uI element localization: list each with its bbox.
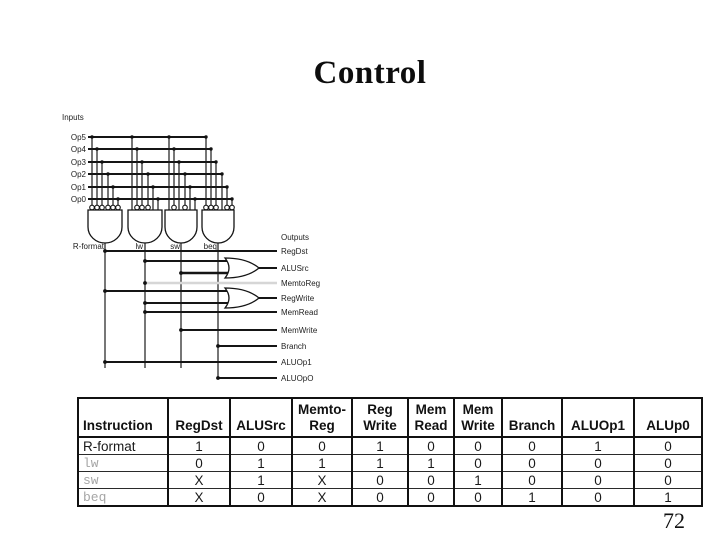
table-cell: 1 [351, 436, 409, 455]
op-input-lines [88, 136, 232, 200]
col-header-memtoreg: Memto- Reg [291, 398, 353, 437]
output-labels: RegDst ALUSrc MemtoReg RegWrite MemRead … [281, 247, 320, 383]
table-cell: 0 [351, 471, 409, 489]
or-gates [223, 257, 277, 309]
branch-label: Branch [281, 342, 306, 351]
alusrc-label: ALUSrc [281, 264, 309, 273]
output-wires [105, 250, 277, 379]
table-cell: X [291, 488, 353, 507]
col-header-memwrite: Mem Write [453, 398, 503, 437]
table-cell: X [167, 471, 231, 489]
and-gate-sw [164, 209, 198, 244]
table-cell: 1 [407, 454, 455, 472]
col-header-alup0: ALUp0 [633, 398, 703, 437]
table-cell: 1 [167, 436, 231, 455]
op5-label: Op5 [71, 133, 87, 142]
and-gate-rformat [87, 209, 123, 244]
gate-label-sw: sw [170, 242, 180, 251]
col-header-regdst: RegDst [167, 398, 231, 437]
inputs-label: Inputs [62, 113, 84, 122]
op1-label: Op1 [71, 183, 87, 192]
col-header-alusrc: ALUSrc [229, 398, 293, 437]
col-header-aluop1: ALUOp1 [561, 398, 635, 437]
table-cell: 0 [407, 471, 455, 489]
op4-label: Op4 [71, 145, 87, 154]
table-cell: 0 [561, 488, 635, 507]
table-cell: 0 [229, 436, 293, 455]
memwrite-label: MemWrite [281, 326, 318, 335]
table-cell: 1 [291, 454, 353, 472]
op3-label: Op3 [71, 158, 87, 167]
outputs-label: Outputs [281, 233, 309, 242]
instruction-cell: R-format [77, 436, 169, 455]
instruction-cell: sw [77, 471, 169, 489]
table-cell: 1 [229, 471, 293, 489]
table-header-row: Instruction RegDst ALUSrc Memto- Reg Reg… [77, 398, 703, 437]
gate-label-lw: lw [135, 242, 143, 251]
col-header-branch: Branch [501, 398, 563, 437]
table-cell: 0 [453, 488, 503, 507]
gate-output-wires [104, 243, 219, 378]
gate-label-beq: beq [204, 242, 217, 251]
or-gate-alusrc [223, 257, 261, 279]
control-signal-table: Instruction RegDst ALUSrc Memto- Reg Reg… [77, 397, 703, 507]
memtoreg-label: MemtoReg [281, 279, 320, 288]
table-cell: 1 [501, 488, 563, 507]
control-logic-diagram: Inputs Op5 Op4 Op3 Op2 Op1 Op0 R-format … [62, 113, 320, 383]
aluop1-label: ALUOp1 [281, 358, 312, 367]
and-gate-beq [201, 209, 235, 244]
table-cell: 1 [229, 454, 293, 472]
table-cell: 0 [501, 471, 563, 489]
table-cell: 0 [501, 436, 563, 455]
table-cell: 0 [291, 436, 353, 455]
gate-labels: R-format lw sw beq [73, 242, 217, 251]
table-cell: 0 [407, 436, 455, 455]
table-cell: 0 [501, 454, 563, 472]
memread-label: MemRead [281, 308, 318, 317]
instruction-cell: lw [77, 454, 169, 472]
op2-label: Op2 [71, 170, 87, 179]
table-cell: 0 [561, 471, 635, 489]
table-cell: 1 [453, 471, 503, 489]
inverter-bubbles [89, 204, 235, 211]
table-row-sw: sw X 1 X 0 0 1 0 0 0 [77, 471, 703, 489]
table-cell: 0 [633, 471, 703, 489]
table-cell: 1 [633, 488, 703, 507]
table-row-beq: beq X 0 X 0 0 0 1 0 1 [77, 488, 703, 507]
table-cell: 0 [453, 454, 503, 472]
and-gate-lw [127, 209, 163, 244]
or-gate-regwrite [223, 287, 261, 309]
gate-label-rformat: R-format [73, 242, 105, 251]
regdst-label: RegDst [281, 247, 308, 256]
table-cell: 0 [633, 454, 703, 472]
table-cell: 0 [633, 436, 703, 455]
table-cell: 0 [453, 436, 503, 455]
op0-label: Op0 [71, 195, 87, 204]
table-cell: X [291, 471, 353, 489]
table-cell: 0 [407, 488, 455, 507]
op-labels: Op5 Op4 Op3 Op2 Op1 Op0 [71, 133, 87, 204]
and-gates [87, 209, 235, 244]
instruction-cell: beq [77, 488, 169, 507]
page-title: Control [313, 55, 427, 91]
aluop0-label: ALUOpO [281, 374, 313, 383]
col-header-instruction: Instruction [77, 398, 169, 437]
page-number: 72 [663, 508, 685, 533]
table-row-lw: lw 0 1 1 1 1 0 0 0 0 [77, 454, 703, 472]
junction-dots [90, 135, 234, 380]
col-header-memread: Mem Read [407, 398, 455, 437]
table-cell: 0 [561, 454, 635, 472]
table-cell: 0 [351, 488, 409, 507]
table-row-rformat: R-format 1 0 0 1 0 0 0 1 0 [77, 436, 703, 455]
table-cell: 0 [167, 454, 231, 472]
regwrite-label: RegWrite [281, 294, 315, 303]
col-header-regwrite: Reg Write [351, 398, 409, 437]
table-cell: 0 [229, 488, 293, 507]
table-cell: X [167, 488, 231, 507]
table-cell: 1 [351, 454, 409, 472]
table-cell: 1 [561, 436, 635, 455]
